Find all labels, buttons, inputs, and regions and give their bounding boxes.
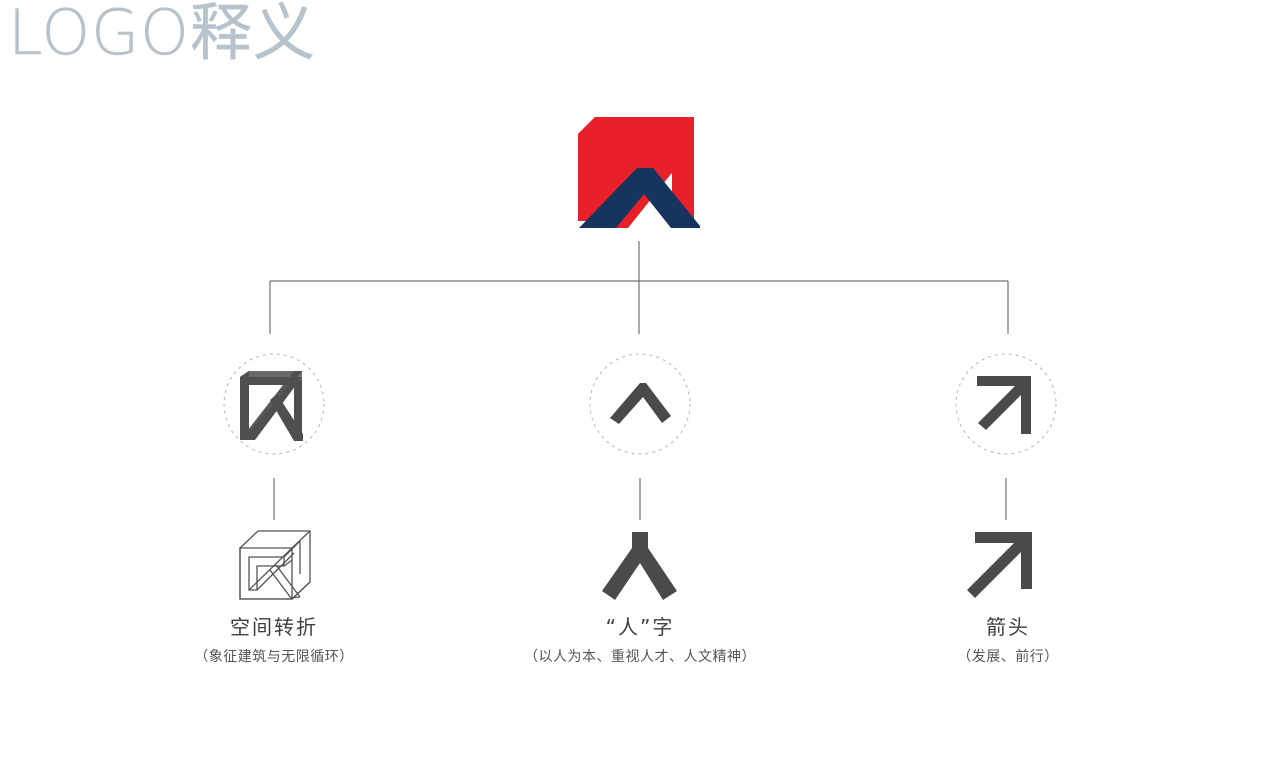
leaf-icon-person-character-ren-icon <box>602 532 677 600</box>
connector-lines <box>269 241 1009 520</box>
dashed-circle-outline <box>223 353 325 455</box>
caption-title: “人”字 <box>605 615 675 639</box>
caption-title: 空间转折 <box>230 615 318 639</box>
logo-mark-gray-icon <box>240 371 303 441</box>
chevron-up-icon <box>610 383 671 424</box>
logo-red-top-arm <box>578 117 694 134</box>
leaf-icon-isometric-impossible-logo-outline-icon <box>239 530 311 600</box>
logo-red-left-arm <box>578 117 595 221</box>
caption-person-character: “人”字 （以人为本、重视人才、人文精神） <box>470 614 810 667</box>
branch-node-person-character[interactable] <box>589 353 691 455</box>
caption-arrow: 箭头 （发展、前行） <box>838 614 1178 667</box>
branch-node-arrow[interactable] <box>955 353 1057 455</box>
caption-subtitle: （象征建筑与无限循环） <box>194 649 354 665</box>
dashed-circle-outline <box>589 353 691 455</box>
caption-title: 箭头 <box>986 615 1030 639</box>
caption-subtitle: （以人为本、重视人才、人文精神） <box>524 649 756 665</box>
page-title: LOGO释义 <box>8 0 316 69</box>
arrow-corner-icon <box>977 376 1031 434</box>
logo-navy-chevron <box>579 168 700 228</box>
caption-space-turn: 空间转折 （象征建筑与无限循环） <box>104 614 444 667</box>
dashed-circle-outline <box>955 353 1057 455</box>
caption-subtitle: （发展、前行） <box>957 649 1059 665</box>
leaf-icon-arrow-up-right-icon <box>967 532 1032 598</box>
branch-node-space-turn[interactable] <box>223 353 325 455</box>
main-logo-mark <box>578 117 700 228</box>
